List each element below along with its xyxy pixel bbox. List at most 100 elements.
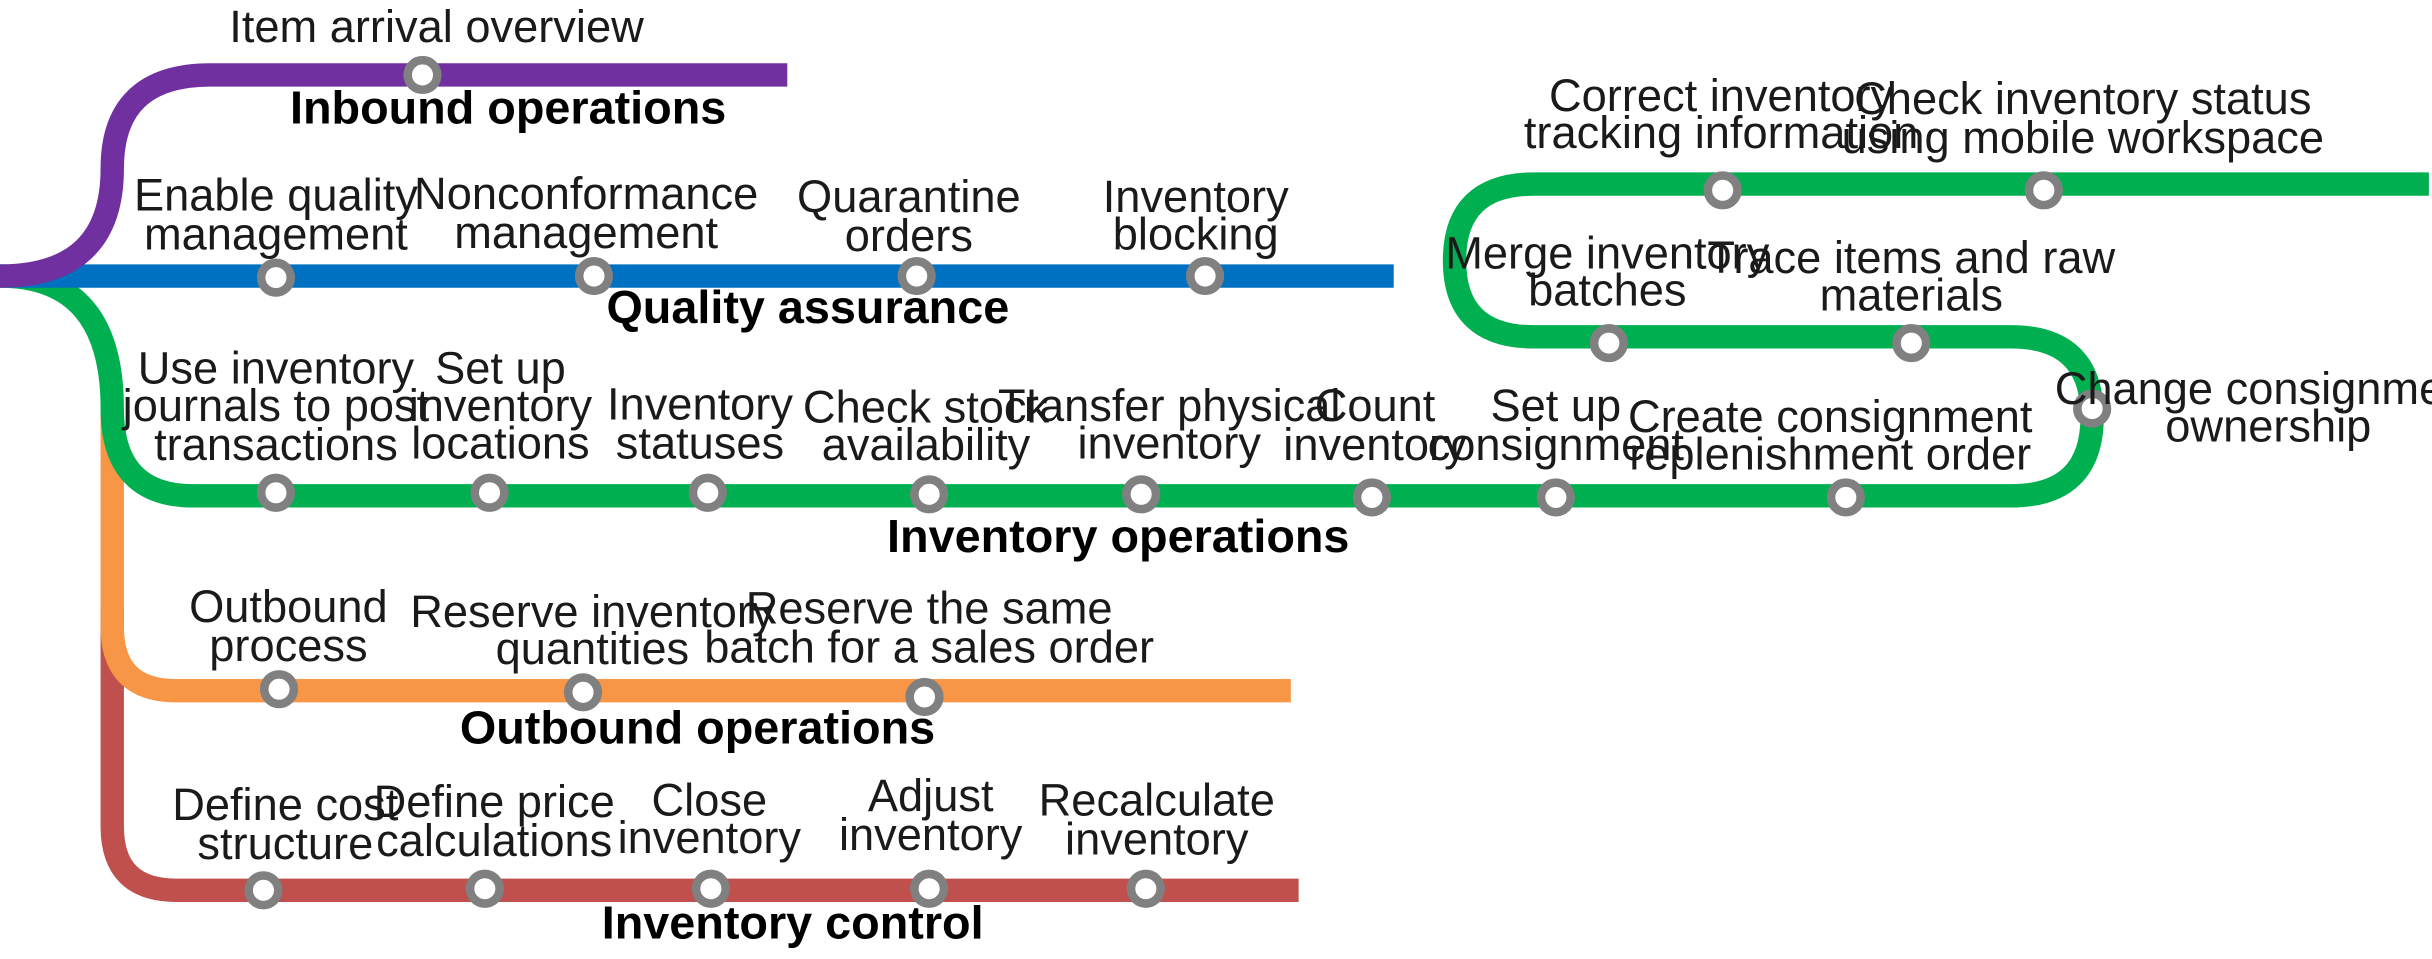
stop-label: Use inventory (138, 343, 415, 394)
stop-marker (1703, 171, 1742, 210)
stop-label-line2: statuses (616, 417, 784, 468)
stop-marker (691, 869, 730, 908)
stop-label: Define cost (172, 779, 399, 830)
stop-label: Enable quality (134, 170, 418, 221)
stop-marker (1185, 256, 1225, 296)
stop-inventory-blocking[interactable]: Inventory blocking (1103, 171, 1289, 296)
stop-item-arrival-overview[interactable]: Item arrival overview (229, 1, 644, 95)
stop-define-cost-structure[interactable]: Define cost structure (172, 779, 399, 910)
stop-change-consignment-ownership[interactable]: Change consignment ownership (2055, 363, 2432, 451)
stop-label: Define price (374, 776, 615, 827)
stop-label-line2: replenishment order (1629, 428, 2031, 479)
stop-label: Close (652, 774, 768, 825)
stop-label: Reserve inventory (410, 586, 775, 637)
stop-label: Adjust (868, 770, 994, 821)
stop-label-line2: calculations (376, 815, 612, 866)
stop-define-price-calculations[interactable]: Define price calculations (374, 776, 615, 908)
stop-reserve-same-batch[interactable]: Reserve the same batch for a sales order (704, 583, 1154, 717)
stop-close-inventory[interactable]: Close inventory (618, 774, 802, 908)
stop-marker (574, 256, 614, 296)
stop-label-line2: inventory (839, 809, 1023, 860)
stop-marker (256, 473, 296, 512)
stop-label: Transfer physical (998, 380, 1341, 431)
line-quality: Quality assurance Enable quality managem… (134, 168, 1289, 333)
stop-recalculate-inventory[interactable]: Recalculate inventory (1039, 774, 1275, 908)
stop-label: Nonconformance (414, 168, 758, 219)
stop-transfer-physical-inventory[interactable]: Transfer physical inventory (998, 380, 1341, 514)
stop-marker (259, 670, 299, 709)
stop-set-up-consignment[interactable]: Set up consignment (1428, 380, 1685, 517)
stop-marker (910, 869, 949, 908)
line-name-outbound: Outbound operations (460, 702, 935, 754)
stop-marker (403, 55, 442, 95)
stop-label-line3: locations (411, 417, 589, 468)
stop-label-line2: blocking (1113, 209, 1279, 260)
stop-label: Inventory (1103, 171, 1289, 222)
stop-label-line2: management (454, 207, 718, 258)
stop-label: Check stock (803, 382, 1050, 433)
stop-create-consignment-replenishment-order[interactable]: Create consignment replenishment order (1628, 391, 2033, 517)
stop-label: Set up (1491, 380, 1622, 431)
stop-label: Set up (435, 343, 566, 394)
stop-correct-inventory-tracking-information[interactable]: Correct inventory tracking information (1524, 70, 1918, 210)
stop-label: Change consignment (2055, 363, 2432, 414)
stop-marker (470, 473, 509, 512)
stop-label-line2: inventory (1283, 419, 1467, 470)
stop-reserve-inventory-quantities[interactable]: Reserve inventory quantities (410, 586, 775, 712)
stop-marker (1122, 475, 1161, 514)
stop-enable-quality-management[interactable]: Enable quality management (134, 170, 418, 297)
stop-marker (244, 871, 283, 910)
stop-label-line2: inventory (1065, 813, 1249, 864)
stop-marker (256, 258, 296, 297)
stop-inventory-statuses[interactable]: Inventory statuses (607, 378, 793, 512)
stop-label: Trace items and raw (1707, 232, 2115, 283)
stop-trace-items-and-raw-materials[interactable]: Trace items and raw materials (1707, 232, 2116, 363)
stop-label-line2: orders (845, 210, 973, 261)
stop-merge-inventory-batches[interactable]: Merge inventory batches (1445, 227, 1770, 363)
stop-marker (2024, 171, 2063, 210)
track-inbound (0, 63, 788, 288)
stop-marker (897, 256, 936, 296)
stop-label-line2: tracking information (1524, 107, 1918, 158)
stop-label: Correct inventory (1549, 70, 1894, 121)
stop-label-line2: batch for a sales order (704, 622, 1154, 673)
stop-adjust-inventory[interactable]: Adjust inventory (839, 770, 1023, 908)
line-name-inventory: Inventory operations (887, 510, 1349, 562)
stop-label-line2: management (144, 209, 408, 260)
line-inbound: Inbound operations Item arrival overview (229, 1, 726, 133)
track-outbound (100, 413, 1291, 703)
stop-marker (1536, 478, 1575, 517)
track-control (100, 608, 1299, 902)
stop-marker (1826, 478, 1865, 517)
stop-label: Reserve the same (746, 583, 1113, 634)
stop-marker (910, 475, 949, 514)
line-inventory: Inventory operations Use inventory journ… (121, 70, 2432, 562)
stop-label: Recalculate (1039, 774, 1275, 825)
stop-check-inventory-status-mobile[interactable]: Check inventory status using mobile work… (1842, 73, 2324, 210)
line-name-quality: Quality assurance (606, 281, 1009, 333)
stop-check-stock-availability[interactable]: Check stock availability (803, 382, 1050, 514)
stop-marker (2073, 389, 2112, 428)
stop-nonconformance-management[interactable]: Nonconformance management (414, 168, 758, 296)
stop-label: Item arrival overview (229, 1, 644, 52)
stop-marker (465, 869, 504, 908)
stop-set-up-inventory-locations[interactable]: Set up inventory locations (409, 343, 593, 512)
stop-label: Merge inventory (1445, 227, 1770, 278)
stop-label-line2: availability (822, 419, 1031, 470)
stop-label-line2: using mobile workspace (1842, 112, 2324, 163)
stop-label: Check inventory status (1854, 73, 2311, 124)
line-outbound: Outbound operations Outbound process Res… (189, 581, 1154, 754)
stop-label-line2: inventory (409, 380, 593, 431)
stop-use-inventory-journals[interactable]: Use inventory journals to post transacti… (121, 343, 430, 512)
stop-label-line2: batches (1528, 265, 1686, 316)
stop-label: Outbound (189, 581, 388, 632)
stop-label-line2: process (209, 620, 367, 671)
stop-marker (1352, 478, 1391, 517)
stop-label: Inventory (607, 378, 793, 429)
stop-count-inventory[interactable]: Count inventory (1283, 380, 1467, 517)
stop-label-line2: quantities (496, 623, 690, 674)
stop-quarantine-orders[interactable]: Quarantine orders (797, 171, 1021, 296)
stop-outbound-process[interactable]: Outbound process (189, 581, 388, 709)
stop-label-line2: structure (197, 818, 373, 869)
